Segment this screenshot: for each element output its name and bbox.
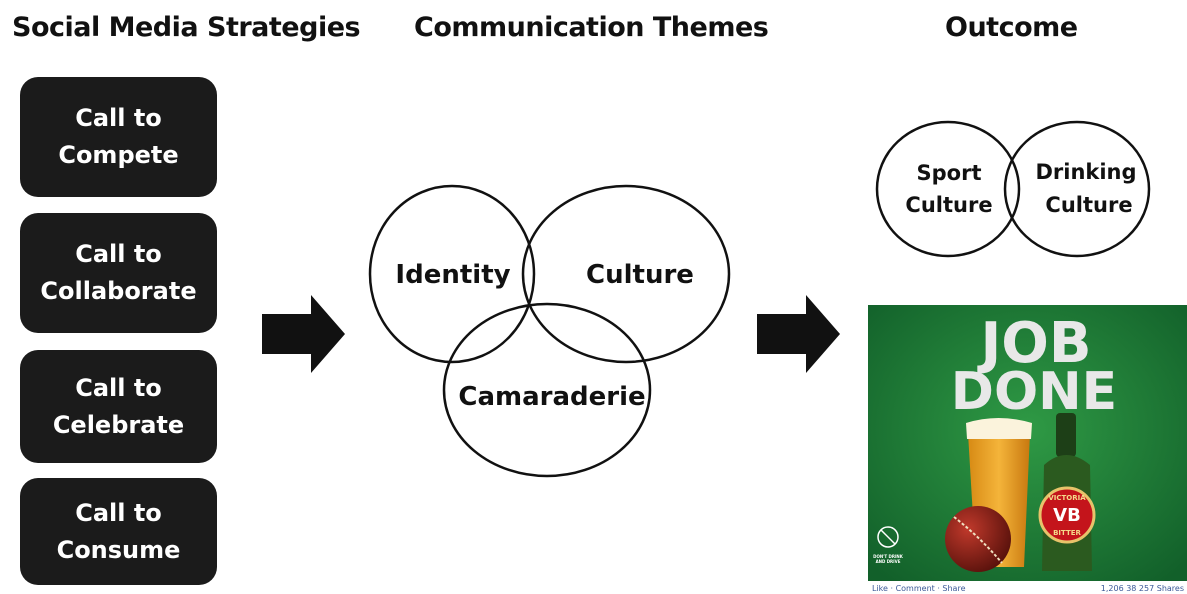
themes-heading: Communication Themes: [414, 12, 769, 43]
sport-culture-line1: Sport: [917, 161, 982, 185]
camaraderie-circle: [442, 302, 652, 478]
ad-headline-line2: DONE: [951, 362, 1117, 422]
sport-culture-line2: Culture: [905, 193, 992, 217]
ad-social-stats: 1,206 38 257 Shares: [1101, 584, 1184, 593]
identity-label: Identity: [395, 260, 510, 290]
culture-circle: [521, 184, 731, 364]
strategy-celebrate-line2: Celebrate: [52, 410, 185, 439]
strategy-celebrate-box: Call to Celebrate: [20, 350, 217, 463]
bottle-label-bottom: BITTER: [1053, 529, 1081, 537]
arrow-right-icon-2: [757, 295, 840, 373]
strategy-consume-line1: Call to: [75, 498, 162, 527]
camaraderie-label: Camaraderie: [458, 382, 645, 412]
strategy-compete-box: Call to Compete: [20, 77, 217, 197]
vb-bottle-icon: VICTORIA VB BITTER: [1038, 413, 1096, 571]
strategy-compete-line1: Call to: [75, 104, 162, 132]
strategy-compete-line2: Compete: [58, 141, 179, 169]
strategy-collaborate-line1: Call to: [75, 240, 162, 268]
strategy-collaborate-line2: Collaborate: [40, 277, 197, 305]
outcome-heading: Outcome: [945, 12, 1078, 43]
strategies-heading: Social Media Strategies: [12, 12, 361, 43]
strategy-collaborate-box: Call to Collaborate: [20, 213, 217, 333]
identity-circle: [368, 184, 536, 364]
no-drink-drive-icon: [877, 526, 899, 548]
culture-label: Culture: [586, 260, 694, 290]
ad-headline-line1: JOB: [976, 311, 1091, 376]
drinking-culture-line2: Culture: [1045, 193, 1132, 217]
drinking-culture-line1: Drinking: [1035, 160, 1136, 184]
bottle-label-top: VICTORIA: [1048, 494, 1086, 502]
no-drink-drive-line1: DON'T DRINK: [873, 554, 904, 559]
ad-social-actions: Like · Comment · Share: [872, 584, 966, 593]
strategy-celebrate-line1: Call to: [75, 373, 162, 402]
arrow-right-icon: [262, 295, 345, 373]
no-drink-drive-line2: AND DRIVE: [876, 559, 901, 564]
strategy-consume-box: Call to Consume: [20, 478, 217, 585]
sport-culture-circle: [875, 120, 1021, 258]
drinking-culture-circle: [1003, 120, 1151, 258]
strategy-consume-line2: Consume: [56, 535, 181, 564]
cricket-ball-icon: [945, 506, 1011, 572]
bottle-brand: VB: [1053, 505, 1081, 526]
vb-advertisement-image: JOB DONE VICTORIA VB BITTER DON'T DRINK …: [868, 305, 1187, 594]
